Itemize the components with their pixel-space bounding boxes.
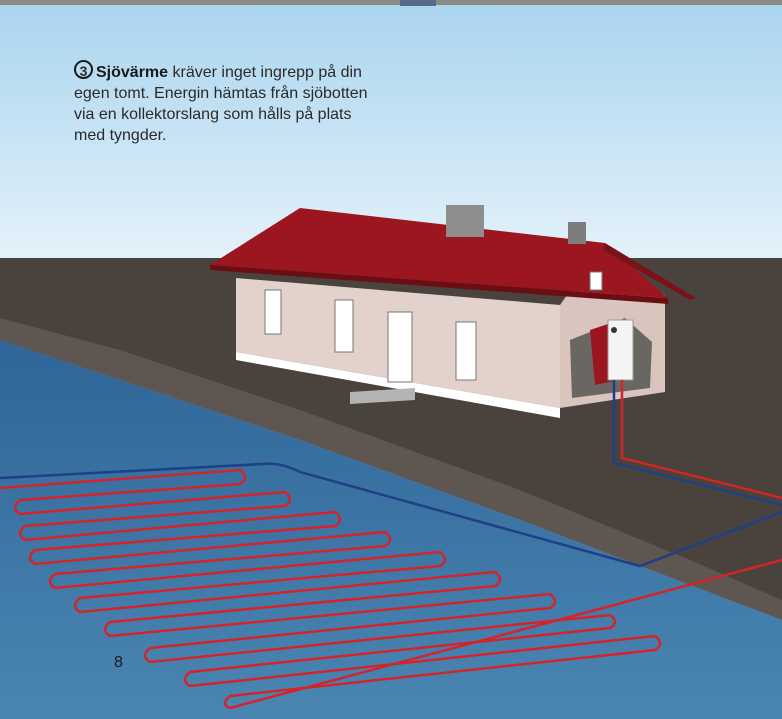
gable-window	[589, 271, 603, 291]
caption-text: kräver inget ingrepp på din egen tomt. E…	[74, 64, 368, 144]
house	[210, 205, 696, 418]
chimney-small	[568, 222, 586, 244]
page-number: 8	[114, 654, 123, 671]
house-roof-edge	[210, 265, 668, 304]
window-1	[264, 289, 282, 335]
top-strip-window	[400, 0, 436, 6]
caption-number-badge: 3	[74, 60, 93, 79]
front-door	[387, 311, 413, 383]
chimney-large	[446, 205, 484, 237]
heat-pump-gauge	[611, 327, 617, 333]
front-steps	[350, 388, 415, 404]
caption-title: Sjövärme	[96, 64, 169, 81]
coil-red	[0, 468, 782, 710]
top-strip	[0, 0, 782, 5]
window-2	[334, 299, 354, 353]
land-edge	[0, 318, 782, 620]
pipe-cold-vertical	[612, 380, 782, 507]
window-3	[455, 321, 477, 381]
coil-blue-return	[0, 462, 782, 568]
house-foundation	[236, 352, 560, 418]
collector-coil	[0, 462, 782, 710]
roof-gable-edge	[603, 243, 696, 300]
pipe-warm-vertical	[620, 380, 782, 500]
house-roof	[210, 208, 668, 298]
lake	[0, 340, 782, 719]
